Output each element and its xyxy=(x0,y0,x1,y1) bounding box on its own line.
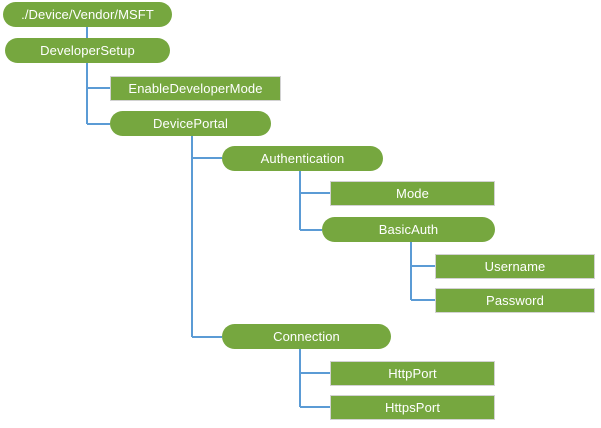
tree-node-enabledevelopermode[interactable]: EnableDeveloperMode xyxy=(110,76,281,101)
tree-node-label: HttpsPort xyxy=(384,400,441,415)
tree-node-password[interactable]: Password xyxy=(435,288,595,313)
tree-node-connection[interactable]: Connection xyxy=(222,324,391,349)
tree-node-basicauth[interactable]: BasicAuth xyxy=(322,217,495,242)
tree-node-label: Authentication xyxy=(260,151,345,166)
tree-node-httpsport[interactable]: HttpsPort xyxy=(330,395,495,420)
tree-node-httpport[interactable]: HttpPort xyxy=(330,361,495,386)
tree-node-mode[interactable]: Mode xyxy=(330,181,495,206)
tree-node-root[interactable]: ./Device/Vendor/MSFT xyxy=(3,2,172,27)
tree-node-label: Mode xyxy=(396,186,429,201)
tree-node-label: DevicePortal xyxy=(153,116,228,131)
tree-node-label: DeveloperSetup xyxy=(40,43,135,58)
tree-node-label: Username xyxy=(484,259,546,274)
tree-node-deviceportal[interactable]: DevicePortal xyxy=(110,111,271,136)
tree-node-label: Password xyxy=(486,293,544,308)
tree-node-label: Connection xyxy=(273,329,340,344)
tree-node-username[interactable]: Username xyxy=(435,254,595,279)
tree-node-label: BasicAuth xyxy=(378,222,439,237)
tree-node-label: EnableDeveloperMode xyxy=(128,81,263,96)
tree-node-developersetup[interactable]: DeveloperSetup xyxy=(5,38,170,63)
tree-node-label: ./Device/Vendor/MSFT xyxy=(21,7,154,22)
tree-node-label: HttpPort xyxy=(388,366,437,381)
tree-node-authentication[interactable]: Authentication xyxy=(222,146,383,171)
